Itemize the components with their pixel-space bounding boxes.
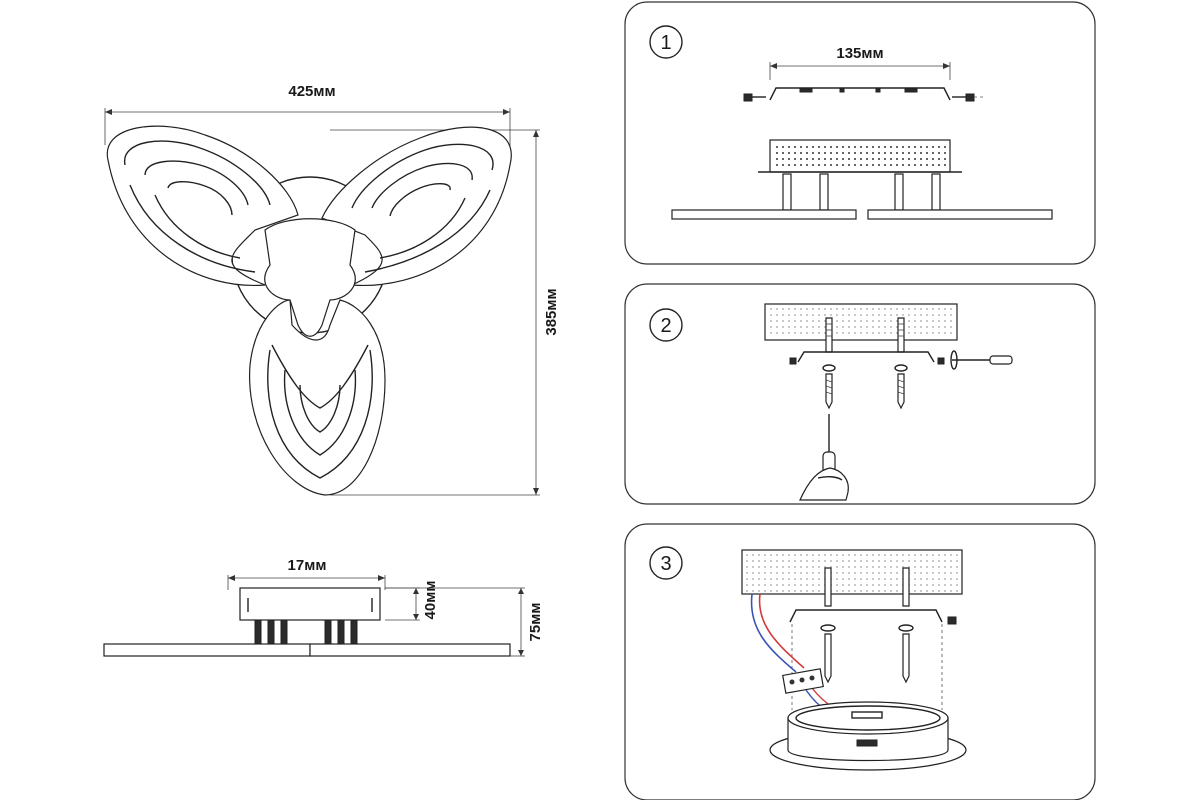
top-height-label: 385мм	[543, 288, 560, 335]
side-legs	[254, 619, 358, 645]
side-height-total-label: 75мм	[527, 603, 544, 642]
petal-right	[321, 126, 512, 287]
step-3-badge	[649, 546, 683, 580]
bracket-width-label: 135мм	[836, 45, 883, 62]
step1-plate-left	[671, 209, 857, 220]
side-screw-left	[743, 93, 766, 102]
lamp-base-housing	[769, 701, 967, 771]
step-3-number: 3	[660, 553, 671, 575]
wall-plugs	[825, 317, 905, 353]
lamp-side-view: 17мм 40мм 75мм	[103, 557, 544, 657]
terminal-block	[782, 668, 824, 694]
step-2-panel: 2	[624, 283, 1096, 505]
step-1-panel: 1 135мм	[624, 1, 1096, 265]
step-3-panel: 3	[624, 523, 1096, 800]
central-hub	[264, 218, 356, 337]
step3-bracket	[789, 609, 943, 623]
screwdriver-horizontal	[950, 350, 1013, 370]
screwdriver-hand	[799, 414, 849, 501]
side-screw-right	[952, 93, 985, 102]
step2-bracket	[797, 351, 935, 363]
side-body	[239, 587, 381, 621]
step-1-badge	[649, 25, 683, 59]
step1-plate-right	[867, 209, 1053, 220]
step-2-badge	[649, 308, 683, 342]
mounting-bracket	[769, 87, 951, 101]
mounting-screws	[825, 373, 905, 410]
petal-left	[106, 125, 299, 287]
step-2-number: 2	[660, 315, 671, 337]
side-width-label: 17мм	[288, 557, 327, 574]
side-height-body-label: 40мм	[422, 581, 439, 620]
side-plate-left	[103, 643, 311, 657]
lamp-top-view: 425мм 385мм	[104, 83, 560, 496]
step-1-number: 1	[660, 32, 671, 54]
petal-bottom	[249, 299, 386, 496]
top-width-label: 425мм	[288, 83, 335, 100]
side-plate-right	[309, 643, 511, 657]
